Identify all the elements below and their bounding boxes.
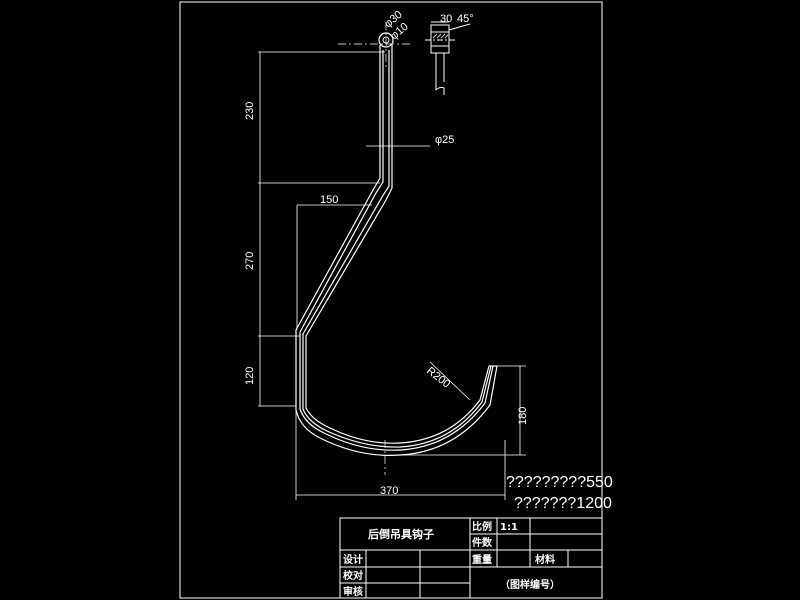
dim-text-w30: 30 [440, 13, 452, 25]
hook-rod-inner-right [302, 50, 492, 448]
side-detail-view [425, 21, 471, 95]
title-weight-label: 重量 [472, 553, 492, 566]
hook-rod-outer-left [295, 45, 498, 456]
title-part-name: 后倒吊具钩子 [368, 527, 434, 541]
title-block [339, 517, 603, 599]
dim-text-370: 370 [380, 485, 398, 497]
title-scale-label: 比例 [472, 520, 492, 533]
side-detail-block [430, 24, 450, 54]
r200-leader [429, 361, 471, 401]
dim-text-120: 120 [244, 367, 256, 385]
title-count-label: 件数 [472, 536, 493, 549]
title-design-label: 设计 [343, 553, 363, 566]
dim-text-d25: φ25 [435, 134, 454, 146]
title-scale-value: 1:1 [500, 522, 518, 533]
side-detail-break [435, 86, 445, 95]
dim-text-150: 150 [320, 194, 338, 206]
title-draft-label: 校对 [343, 569, 363, 582]
note-line-1: ?????????550 [506, 474, 613, 491]
title-review-label: 审核 [343, 585, 363, 598]
dim-text-270: 270 [244, 252, 256, 270]
dimension-lines [258, 51, 526, 500]
center-lines [338, 22, 412, 475]
dim-text-chamfer: 45° [457, 13, 474, 25]
dim-text-230: 230 [244, 102, 256, 120]
hook-rod [295, 45, 498, 456]
hook-rod-inner-left [299, 50, 494, 451]
title-material-label: 材料 [535, 553, 555, 566]
title-block-frame [339, 517, 603, 599]
chamfer-leader [448, 23, 471, 31]
hook-rod-outer-right [305, 45, 490, 444]
dim-text-180: 180 [517, 407, 529, 425]
title-drawing-no: （图样编号） [500, 578, 560, 591]
note-line-2: ???????1200 [514, 495, 612, 512]
